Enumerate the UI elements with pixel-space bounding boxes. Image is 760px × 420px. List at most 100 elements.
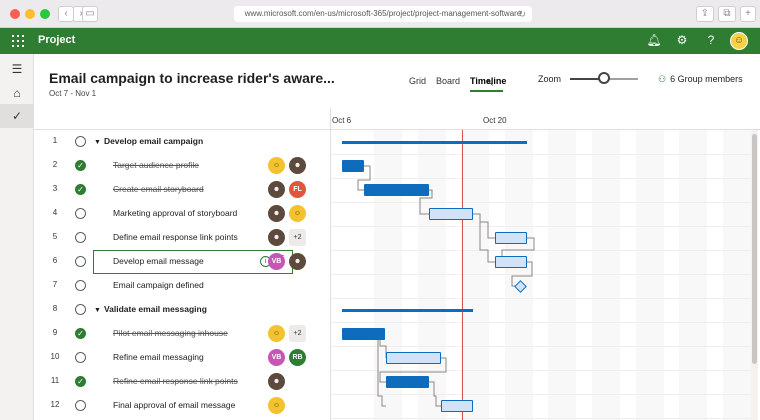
completed-checkmark-icon[interactable]: ✓ (75, 376, 86, 387)
completed-checkmark-icon[interactable]: ✓ (75, 328, 86, 339)
task-name[interactable]: Define email response link points (113, 232, 238, 242)
summary-task-name[interactable]: ▼Develop email campaign (94, 136, 203, 146)
assignee-avatar[interactable]: RB (289, 349, 306, 366)
task-complete-checkbox[interactable] (75, 304, 86, 315)
checkmark-icon[interactable]: ✓ (11, 109, 23, 123)
task-row[interactable]: 9✓Pilot email messaging inhouse☺+2 (34, 322, 330, 346)
task-bar-define-link-points[interactable] (495, 232, 527, 244)
task-complete-checkbox[interactable] (75, 208, 86, 219)
tab-grid[interactable]: Grid (409, 76, 427, 86)
share-button[interactable]: ⇪ (696, 6, 714, 22)
task-name-edit-box[interactable] (93, 250, 293, 274)
scrollbar-thumb[interactable] (752, 134, 757, 364)
assignee-avatar[interactable]: FL (289, 181, 306, 198)
close-window-button[interactable] (10, 9, 20, 19)
zoom-slider-thumb[interactable] (598, 72, 610, 84)
task-bar-refine-email-messaging[interactable] (386, 352, 441, 364)
task-row[interactable]: 11✓Refine email response link points☻ (34, 370, 330, 394)
completed-checkmark-icon[interactable]: ✓ (75, 184, 86, 195)
assignee-avatar[interactable]: ☻ (289, 253, 306, 270)
task-bar-target-audience-profile[interactable] (342, 160, 364, 172)
task-complete-checkbox[interactable] (75, 352, 86, 363)
task-row[interactable]: 8▼Validate email messaging (34, 298, 330, 322)
summary-task-name[interactable]: ▼Validate email messaging (94, 304, 207, 314)
sidebar-toggle-button[interactable]: ▭ (82, 6, 98, 22)
tab-board[interactable]: Board (436, 76, 461, 86)
assignee-avatar[interactable]: ☻ (268, 229, 285, 246)
task-bar-marketing-approval[interactable] (429, 208, 473, 220)
assignee-avatar[interactable]: VB (268, 253, 285, 270)
tabs-button[interactable]: ⧉ (718, 6, 736, 22)
tabs-icon: ⧉ (723, 8, 731, 19)
assignee-avatar[interactable]: ☺ (268, 325, 285, 342)
reload-icon[interactable]: ↻ (518, 9, 526, 19)
row-number: 2 (52, 160, 58, 169)
task-bar-develop-email-message[interactable] (495, 256, 527, 268)
group-members-button[interactable]: ⚇6 Group members (658, 74, 743, 85)
tab-timeline[interactable]: Timeline (470, 76, 507, 86)
assignee-avatar[interactable]: ☻ (268, 181, 285, 198)
chevron-down-icon[interactable]: ▼ (94, 139, 101, 146)
task-name[interactable]: Refine email messaging (113, 352, 204, 362)
task-bar-pilot-email-messaging[interactable] (342, 328, 385, 340)
task-complete-checkbox[interactable] (75, 400, 86, 411)
row-number: 5 (52, 232, 58, 241)
help-icon[interactable]: ? (707, 33, 715, 47)
assignee-avatar[interactable]: ☺ (268, 397, 285, 414)
minimize-window-button[interactable] (25, 9, 35, 19)
task-name[interactable]: Email campaign defined (113, 280, 204, 290)
vertical-scrollbar[interactable] (751, 130, 758, 420)
task-bar-refine-link-points[interactable] (386, 376, 429, 388)
task-row[interactable]: 3✓Create email storyboard☻FL (34, 178, 330, 202)
assignee-avatar[interactable]: ☺ (289, 205, 306, 222)
more-assignees-badge[interactable]: +2 (289, 229, 306, 246)
new-tab-button[interactable]: + (740, 6, 756, 22)
task-row[interactable]: 7 Email campaign defined (34, 274, 330, 298)
task-name[interactable]: Create email storyboard (113, 184, 204, 194)
gantt-row-divider (331, 322, 751, 323)
user-avatar[interactable]: ☺ (730, 32, 748, 50)
task-name[interactable]: Develop email message (113, 256, 204, 266)
task-complete-checkbox[interactable] (75, 280, 86, 291)
task-name[interactable]: Pilot email messaging inhouse (113, 328, 228, 338)
task-bar-create-email-storyboard[interactable] (364, 184, 429, 196)
summary-bar-validate-email-messaging[interactable] (342, 309, 473, 312)
row-number: 7 (52, 280, 58, 289)
task-name[interactable]: Final approval of email message (113, 400, 235, 410)
task-row[interactable]: 5 Define email response link points ☻+2 (34, 226, 330, 250)
summary-bar-develop-email-campaign[interactable] (342, 141, 527, 144)
assignee-avatar[interactable]: ☻ (289, 157, 306, 174)
gantt-row-divider (331, 178, 751, 179)
app-launcher-icon[interactable] (12, 35, 24, 47)
task-row[interactable]: 1▼Develop email campaign (34, 130, 330, 154)
assignee-avatar[interactable]: ☺ (268, 157, 285, 174)
task-name[interactable]: Refine email response link points (113, 376, 238, 386)
maximize-window-button[interactable] (40, 9, 50, 19)
app-name[interactable]: Project (38, 34, 76, 46)
chevron-down-icon[interactable]: ▼ (94, 307, 101, 314)
assignee-avatar[interactable]: VB (268, 349, 285, 366)
grid-gantt-splitter[interactable] (330, 108, 331, 420)
bell-icon[interactable]: 🔔︎ (646, 33, 662, 47)
completed-checkmark-icon[interactable]: ✓ (75, 160, 86, 171)
task-row[interactable]: 2 ✓ Target audience profile ☺☻ (34, 154, 330, 178)
gear-icon[interactable]: ⚙ (676, 33, 688, 47)
assignee-avatar[interactable]: ☻ (268, 205, 285, 222)
more-assignees-badge[interactable]: +2 (289, 325, 306, 342)
home-icon[interactable]: ⌂ (13, 86, 21, 100)
task-name[interactable]: Marketing approval of storyboard (113, 208, 237, 218)
task-bar-final-approval[interactable] (441, 400, 473, 412)
task-complete-checkbox[interactable] (75, 256, 86, 267)
assignee-avatar[interactable]: ☻ (268, 373, 285, 390)
task-complete-checkbox[interactable] (75, 232, 86, 243)
task-complete-checkbox[interactable] (75, 136, 86, 147)
gantt-row-divider (331, 226, 751, 227)
back-button[interactable]: ‹ (58, 6, 74, 22)
address-bar[interactable]: www.microsoft.com/en-us/microsoft-365/pr… (234, 6, 532, 22)
menu-icon[interactable]: ☰ (11, 62, 23, 76)
task-name[interactable]: Target audience profile (113, 160, 199, 170)
